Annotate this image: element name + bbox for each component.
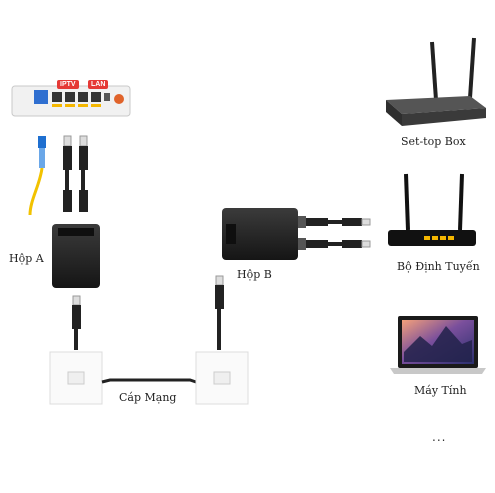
network-cable [101, 378, 197, 384]
set-top-box-device [386, 37, 486, 126]
more-devices-ellipsis: ... [432, 430, 447, 444]
lan-tag: LAN [88, 80, 109, 89]
ethernet-plugs-box-b [306, 218, 371, 248]
laptop-device [390, 316, 486, 374]
wall-plate-b [195, 351, 249, 405]
fiber-cable [28, 136, 46, 216]
box-a-device [52, 224, 100, 288]
box-b-device [222, 208, 306, 260]
iptv-tag: IPTV [57, 80, 79, 89]
router-label: Bộ Định Tuyến [397, 260, 480, 273]
ont-modem [11, 85, 131, 117]
ethernet-plugs-modem [63, 135, 88, 212]
box-a-label: Hộp A [9, 252, 44, 265]
set-top-box-label: Set-top Box [401, 135, 466, 148]
box-b-label: Hộp B [237, 268, 272, 281]
wall-plate-a [49, 351, 103, 405]
router-device [388, 173, 476, 246]
ethernet-plug-a [72, 295, 81, 350]
ethernet-plug-b [215, 275, 224, 350]
network-cable-label: Cáp Mạng [119, 391, 177, 404]
computer-label: Máy Tính [414, 384, 467, 397]
